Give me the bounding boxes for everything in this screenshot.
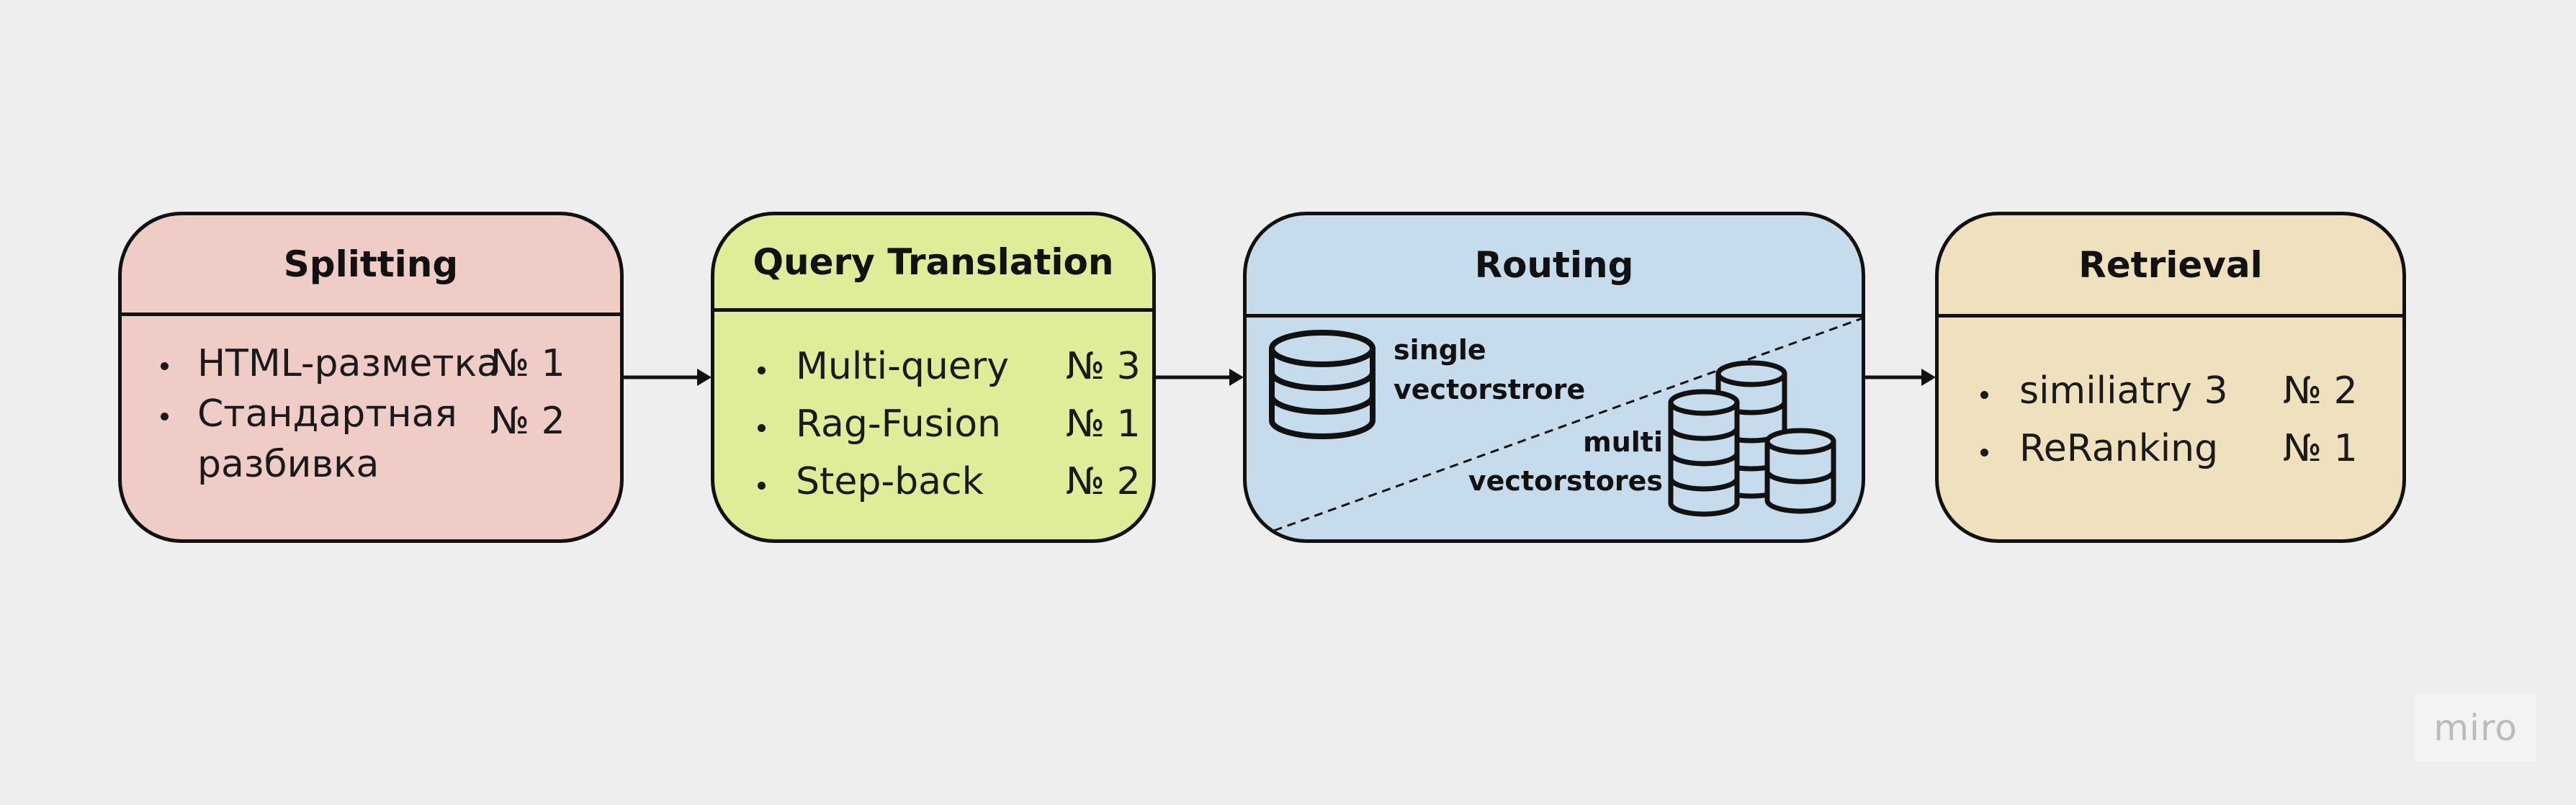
query-translation-title: Query Translation [753,240,1114,283]
list-item-rank: № 1 [2283,427,2358,470]
multi-label-line2: vectorstores [1468,465,1663,497]
splitting-title: Splitting [283,243,459,285]
list-item-label: Multi-query [796,345,1009,388]
routing-header: Routing [1247,215,1862,318]
bullet-icon [758,424,766,432]
single-label-line1: single [1394,334,1486,366]
database-stack-icon [1668,360,1836,517]
retrieval-title: Retrieval [2078,243,2263,286]
bullet-icon [161,362,169,370]
arrow-right-icon [1154,369,1244,386]
splitting-header: Splitting [122,215,620,316]
retrieval-header: Retrieval [1939,215,2402,318]
arrow-right-icon [622,369,712,386]
list-item-label: ReRanking [2019,427,2219,470]
routing-title: Routing [1474,243,1634,286]
list-item-label: similiatry 3 [2019,369,2228,413]
splitting-box[interactable]: Splitting HTML-разметка № 1 Стандартная … [118,212,624,543]
multi-label-line1: multi [1583,426,1663,458]
routing-divider [1253,317,1862,539]
bullet-icon [758,482,766,490]
list-item-rank: № 2 [2283,369,2358,413]
arrow-right-icon [1864,369,1936,386]
retrieval-box[interactable]: Retrieval similiatry 3 № 2 ReRanking № 1 [1935,212,2406,543]
list-item-label: HTML-разметка [197,342,500,385]
bullet-icon [1980,449,1988,457]
list-item-rank: № 1 [1066,402,1141,446]
single-label-line2: vectorstrore [1394,374,1586,405]
bullet-icon [758,366,766,374]
miro-watermark: miro [2415,694,2536,762]
routing-box[interactable]: Routing single vectorstrore [1243,212,1865,543]
query-translation-header: Query Translation [714,215,1152,312]
bullet-icon [1980,391,1988,399]
list-item-rank: № 3 [1066,345,1141,388]
list-item-rank: № 1 [490,342,565,385]
database-icon [1269,330,1375,439]
query-translation-box[interactable]: Query Translation Multi-query № 3 Rag-Fu… [711,212,1156,543]
list-item-label: Rag-Fusion [796,402,1001,446]
list-item-rank: № 2 [1066,460,1141,503]
list-item-rank: № 2 [490,400,565,443]
list-item-label: Step-back [796,460,984,503]
bullet-icon [161,413,169,421]
list-item-label-continued: разбивка [197,443,380,486]
list-item-label: Стандартная [197,392,457,436]
